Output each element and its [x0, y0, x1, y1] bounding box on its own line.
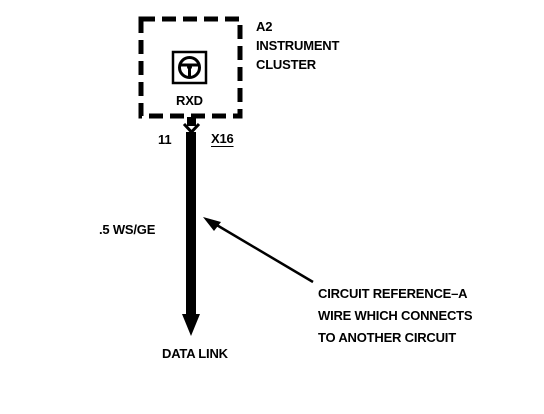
destination-label: DATA LINK — [162, 346, 228, 361]
component-name-line1: INSTRUMENT — [256, 38, 340, 53]
connector-id: X16 — [211, 131, 234, 146]
component-name-line2: CLUSTER — [256, 57, 316, 72]
component-id: A2 — [256, 19, 273, 34]
wire-label: .5 WS/GE — [99, 222, 156, 237]
component-box — [138, 16, 243, 119]
connector-pin — [187, 117, 196, 126]
annotation-line2: WIRE WHICH CONNECTS — [318, 308, 473, 323]
annotation-line1: CIRCUIT REFERENCE–A — [318, 286, 468, 301]
annotation-leader — [203, 217, 314, 284]
annotation-line3: TO ANOTHER CIRCUIT — [318, 330, 456, 345]
wire-arrowhead — [182, 314, 200, 336]
pin-label: RXD — [176, 93, 203, 108]
wire — [186, 132, 196, 317]
steering-wheel-icon — [171, 50, 208, 85]
pin-number: 11 — [158, 132, 172, 147]
